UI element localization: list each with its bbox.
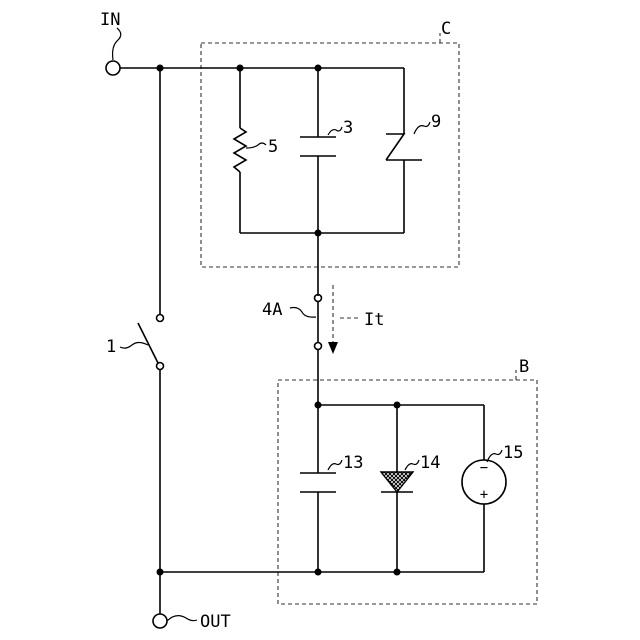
switch-contact-bottom (157, 363, 164, 370)
switch-contact-top (157, 315, 164, 322)
source-plus-sign: + (480, 487, 488, 503)
out-label: OUT (200, 612, 231, 632)
resistor-5 (234, 128, 246, 172)
out-leader (167, 616, 197, 621)
diode-14 (381, 472, 413, 492)
current-label: It (364, 310, 384, 330)
resistor-leader (246, 143, 266, 148)
zener-label: 9 (431, 112, 441, 132)
switch-leader (120, 343, 148, 349)
box-c-label: C (441, 19, 451, 39)
in-terminal (106, 61, 120, 75)
zener-leader (414, 122, 430, 134)
capacitor-b-label: 13 (343, 453, 363, 473)
resistor-label: 5 (268, 137, 278, 157)
fuse-leader (290, 308, 316, 318)
cap13-leader (328, 460, 342, 470)
capacitor-c-label: 3 (343, 118, 353, 138)
switch-label: 1 (106, 337, 116, 357)
out-terminal (153, 614, 167, 628)
source-label: 15 (503, 443, 523, 463)
box-b-label: B (519, 357, 529, 377)
fuse-contact-bottom (315, 343, 322, 350)
in-leader (113, 28, 121, 60)
in-label: IN (100, 10, 120, 30)
current-arrow-head (328, 342, 338, 354)
diode-leader (405, 460, 419, 470)
cap3-leader (328, 127, 342, 135)
diode-label: 14 (420, 453, 440, 473)
zener-9 (386, 134, 404, 160)
source-minus-sign: − (480, 460, 488, 476)
fuse-label: 4A (262, 300, 282, 320)
